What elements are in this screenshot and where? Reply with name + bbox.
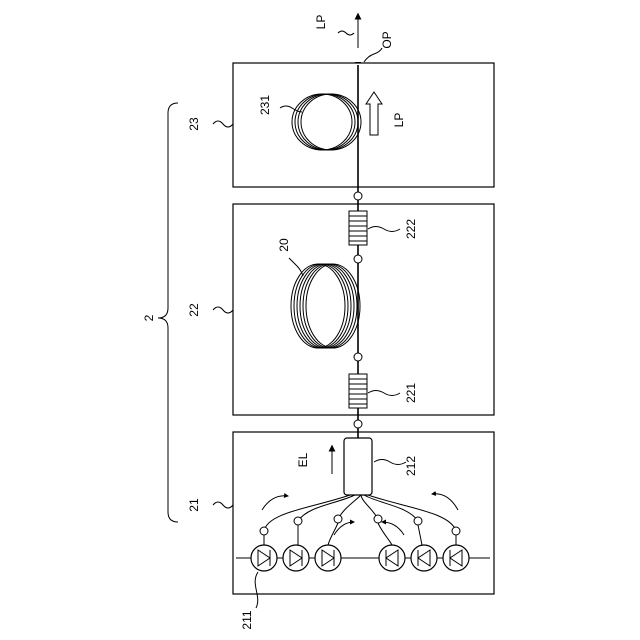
module-21-label: 21 — [187, 498, 201, 512]
grating-222 — [349, 211, 367, 245]
laser-diode — [251, 545, 277, 571]
grating-221-label: 221 — [404, 383, 418, 403]
grating-221 — [349, 374, 367, 408]
excitation-light-label: EL — [296, 452, 310, 467]
module-22-label: 22 — [187, 303, 201, 317]
laser-diode — [411, 545, 437, 571]
splice-point — [354, 420, 362, 428]
combiner-label: 212 — [404, 456, 418, 476]
fiber-coil-label: 20 — [277, 238, 291, 252]
laser-diode — [283, 545, 309, 571]
combiner — [344, 438, 372, 495]
system-label: 2 — [142, 314, 156, 321]
laser-diode — [443, 545, 469, 571]
splice-point — [354, 255, 362, 263]
output-arrow: LP OP — [314, 14, 394, 68]
diodes-label: 211 — [240, 610, 254, 629]
grating-222-label: 222 — [404, 219, 418, 239]
module-23-label: 23 — [187, 117, 201, 131]
module-22: 222 20 221 22 — [187, 204, 494, 415]
inner-lp-label: LP — [392, 113, 406, 128]
laser-diode — [379, 545, 405, 571]
output-lp-label: LP — [314, 15, 328, 30]
output-coil-label: 231 — [258, 95, 272, 115]
laser-diode — [315, 545, 341, 571]
output-point-label: OP — [380, 31, 394, 48]
splice-point — [354, 192, 362, 200]
module-21: 212 EL — [187, 432, 494, 630]
module-23: 231 LP 23 — [187, 63, 494, 187]
splice-point — [354, 353, 362, 361]
system-bracket: 2 — [142, 103, 178, 522]
